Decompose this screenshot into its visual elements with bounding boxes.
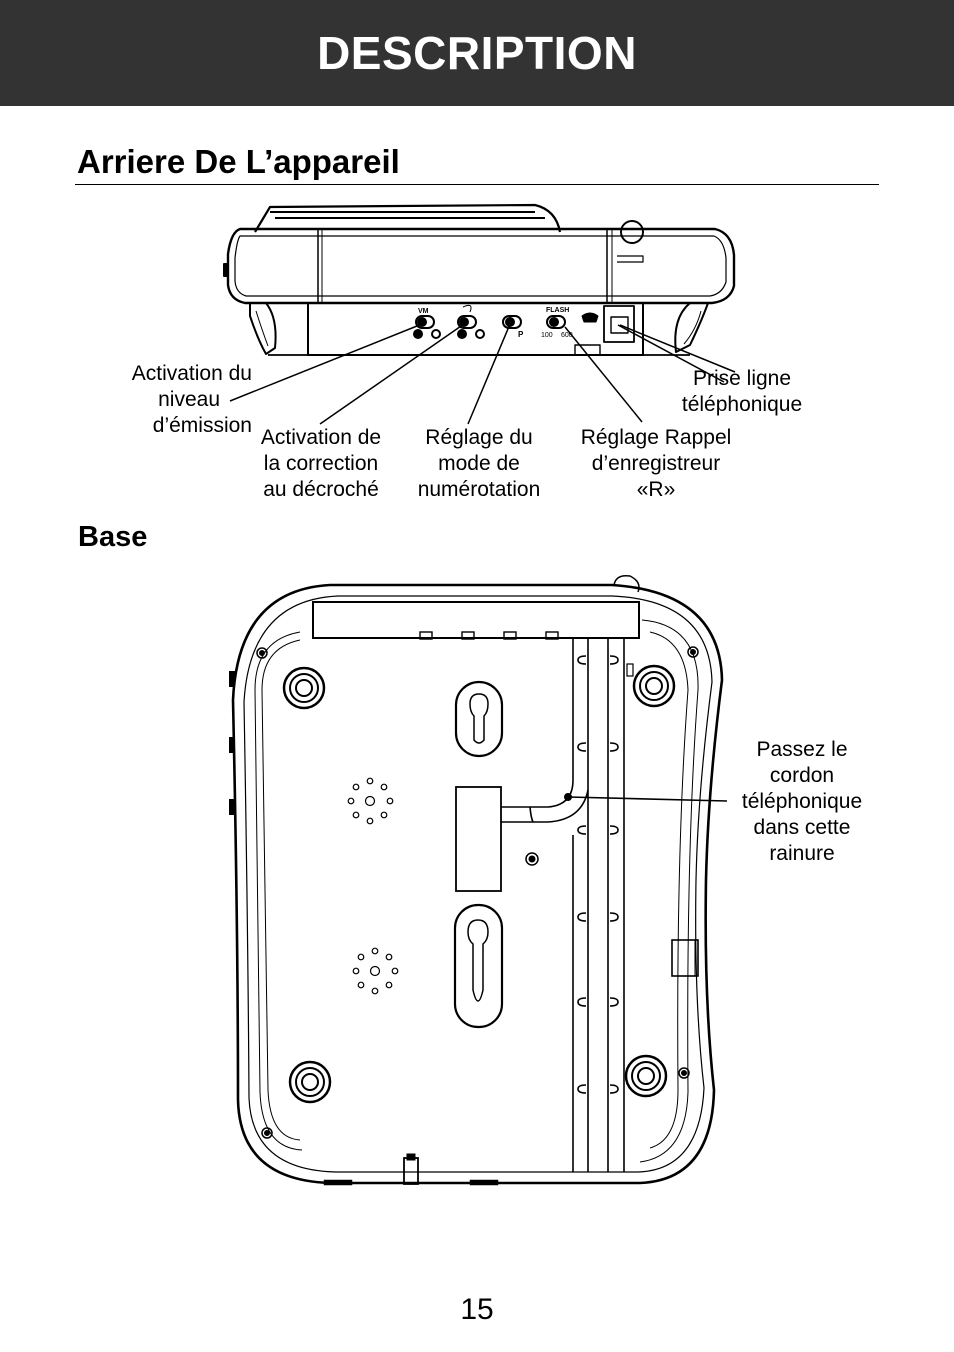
callout-line: Activation du: [131, 362, 252, 385]
callout-line: Réglage du: [425, 426, 533, 449]
flash-600-label: 600: [561, 332, 573, 339]
cord-grooves: [501, 638, 625, 1172]
vm-switch-label: VM: [418, 308, 429, 315]
rear-panel-text: VM FLASH P 100 600: [418, 307, 573, 339]
callout-line: rainure: [769, 842, 835, 865]
callout-vm-level: Activation du niveau d’émission: [118, 361, 252, 439]
callout-flash-setting: Réglage Rappel d’enregistreur «R»: [570, 425, 742, 503]
wall-mount-slots: [453, 680, 504, 1029]
cord-clips: [577, 655, 619, 1094]
callout-line: Passez le: [756, 738, 848, 761]
section-divider: [75, 184, 879, 185]
callout-offhook-correction: Activation de la correction au décroché: [250, 425, 392, 503]
callout-line: numérotation: [417, 478, 541, 501]
callout-line: Réglage Rappel: [580, 426, 732, 449]
page-number: 15: [460, 1293, 494, 1326]
callout-line: «R»: [636, 478, 676, 501]
callout-line: téléphonique: [741, 790, 863, 813]
cord-groove-leader: [567, 796, 728, 802]
flash-100-label: 100: [541, 332, 553, 339]
callout-line: téléphonique: [681, 393, 803, 416]
p-switch-label: P: [518, 330, 524, 339]
callout-cord-groove: Passez le cordon téléphonique dans cette…: [730, 737, 874, 867]
callout-line: Prise ligne: [692, 367, 792, 390]
callout-dial-mode: Réglage du mode de numérotation: [408, 425, 550, 503]
rear-view-drawing: [223, 203, 736, 425]
header-title: DESCRIPTION: [317, 27, 637, 79]
callout-line: d’enregistreur: [591, 452, 721, 475]
callout-line-jack: Prise ligne téléphonique: [670, 366, 814, 418]
callout-line: d’émission: [152, 414, 252, 437]
callout-line: niveau: [158, 388, 220, 411]
section-title-rear: Arriere De L’appareil: [77, 143, 400, 180]
section-title-base: Base: [78, 521, 148, 553]
callout-line: cordon: [769, 764, 835, 787]
base-view-drawing: [229, 574, 728, 1186]
antenna-knob: [620, 220, 644, 244]
callout-line: la correction: [263, 452, 379, 475]
speaker-holes: [347, 777, 399, 995]
page-header: DESCRIPTION: [0, 0, 954, 106]
callout-line: au décroché: [263, 478, 379, 501]
callout-line: mode de: [438, 452, 520, 475]
rubber-feet: [282, 664, 676, 1104]
callout-line: Activation de: [260, 426, 382, 449]
callout-line: dans cette: [753, 816, 851, 839]
rear-leader-lines: [229, 323, 736, 425]
flash-switch-label: FLASH: [546, 307, 569, 314]
